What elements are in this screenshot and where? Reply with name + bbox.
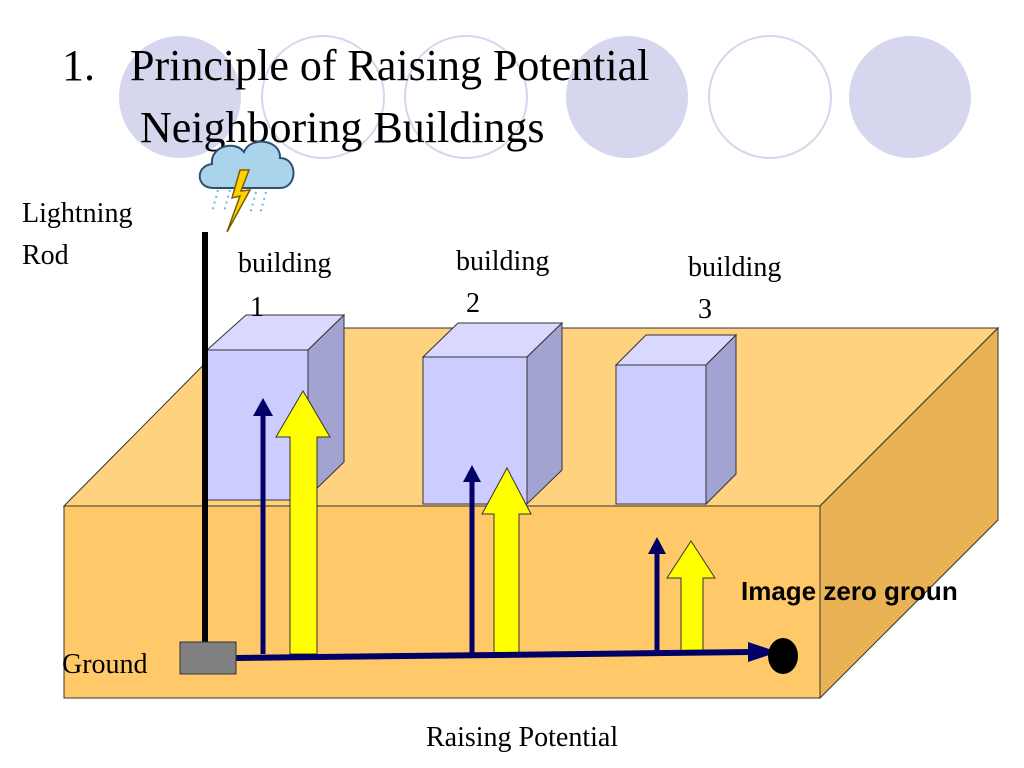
yellow-arrow-building-1 xyxy=(275,390,331,655)
horizontal-potential-arrow xyxy=(235,642,778,662)
building-3-number: 3 xyxy=(698,294,712,325)
deco-circle xyxy=(566,36,688,158)
image-zero-ground-dot xyxy=(768,638,798,674)
lightning-rod-label-line2: Rod xyxy=(22,240,69,271)
deco-circle xyxy=(261,35,385,159)
lightning-bolt-icon xyxy=(226,169,252,233)
building-2-number: 2 xyxy=(466,288,480,319)
raising-potential-label: Raising Potential xyxy=(426,722,618,753)
building-3-label: building xyxy=(688,252,781,283)
building-2 xyxy=(421,321,564,506)
cloud-icon xyxy=(198,140,295,215)
deco-circle xyxy=(119,36,241,158)
ground-front-face xyxy=(63,505,821,699)
slide-title-number: 1. xyxy=(62,41,95,90)
ground-electrode xyxy=(179,641,237,675)
deco-circle xyxy=(404,35,528,159)
building-2-label: building xyxy=(456,246,549,277)
building-3-side xyxy=(705,333,737,506)
slide-title-line2: Neighboring Buildings xyxy=(140,103,545,152)
image-zero-ground-label: Image zero groun xyxy=(741,576,958,606)
building-1-label: building xyxy=(238,248,331,279)
lightning-rod-label-line1: Lightning xyxy=(22,198,132,229)
building-3-front xyxy=(615,364,707,505)
navy-arrow-building-2 xyxy=(463,465,481,654)
deco-circle xyxy=(708,35,832,159)
navy-arrow-building-3 xyxy=(648,537,666,654)
navy-arrow-building-1 xyxy=(253,398,273,654)
deco-circle xyxy=(849,36,971,158)
building-1 xyxy=(205,313,346,501)
ground-label: Ground xyxy=(62,649,148,680)
yellow-arrow-building-3 xyxy=(666,540,716,655)
building-1-number: 1 xyxy=(250,292,264,323)
building-3 xyxy=(614,333,738,506)
yellow-arrow-building-2 xyxy=(481,466,532,655)
decorative-circles xyxy=(119,35,971,159)
slide-title-line1: Principle of Raising Potential xyxy=(130,41,649,90)
